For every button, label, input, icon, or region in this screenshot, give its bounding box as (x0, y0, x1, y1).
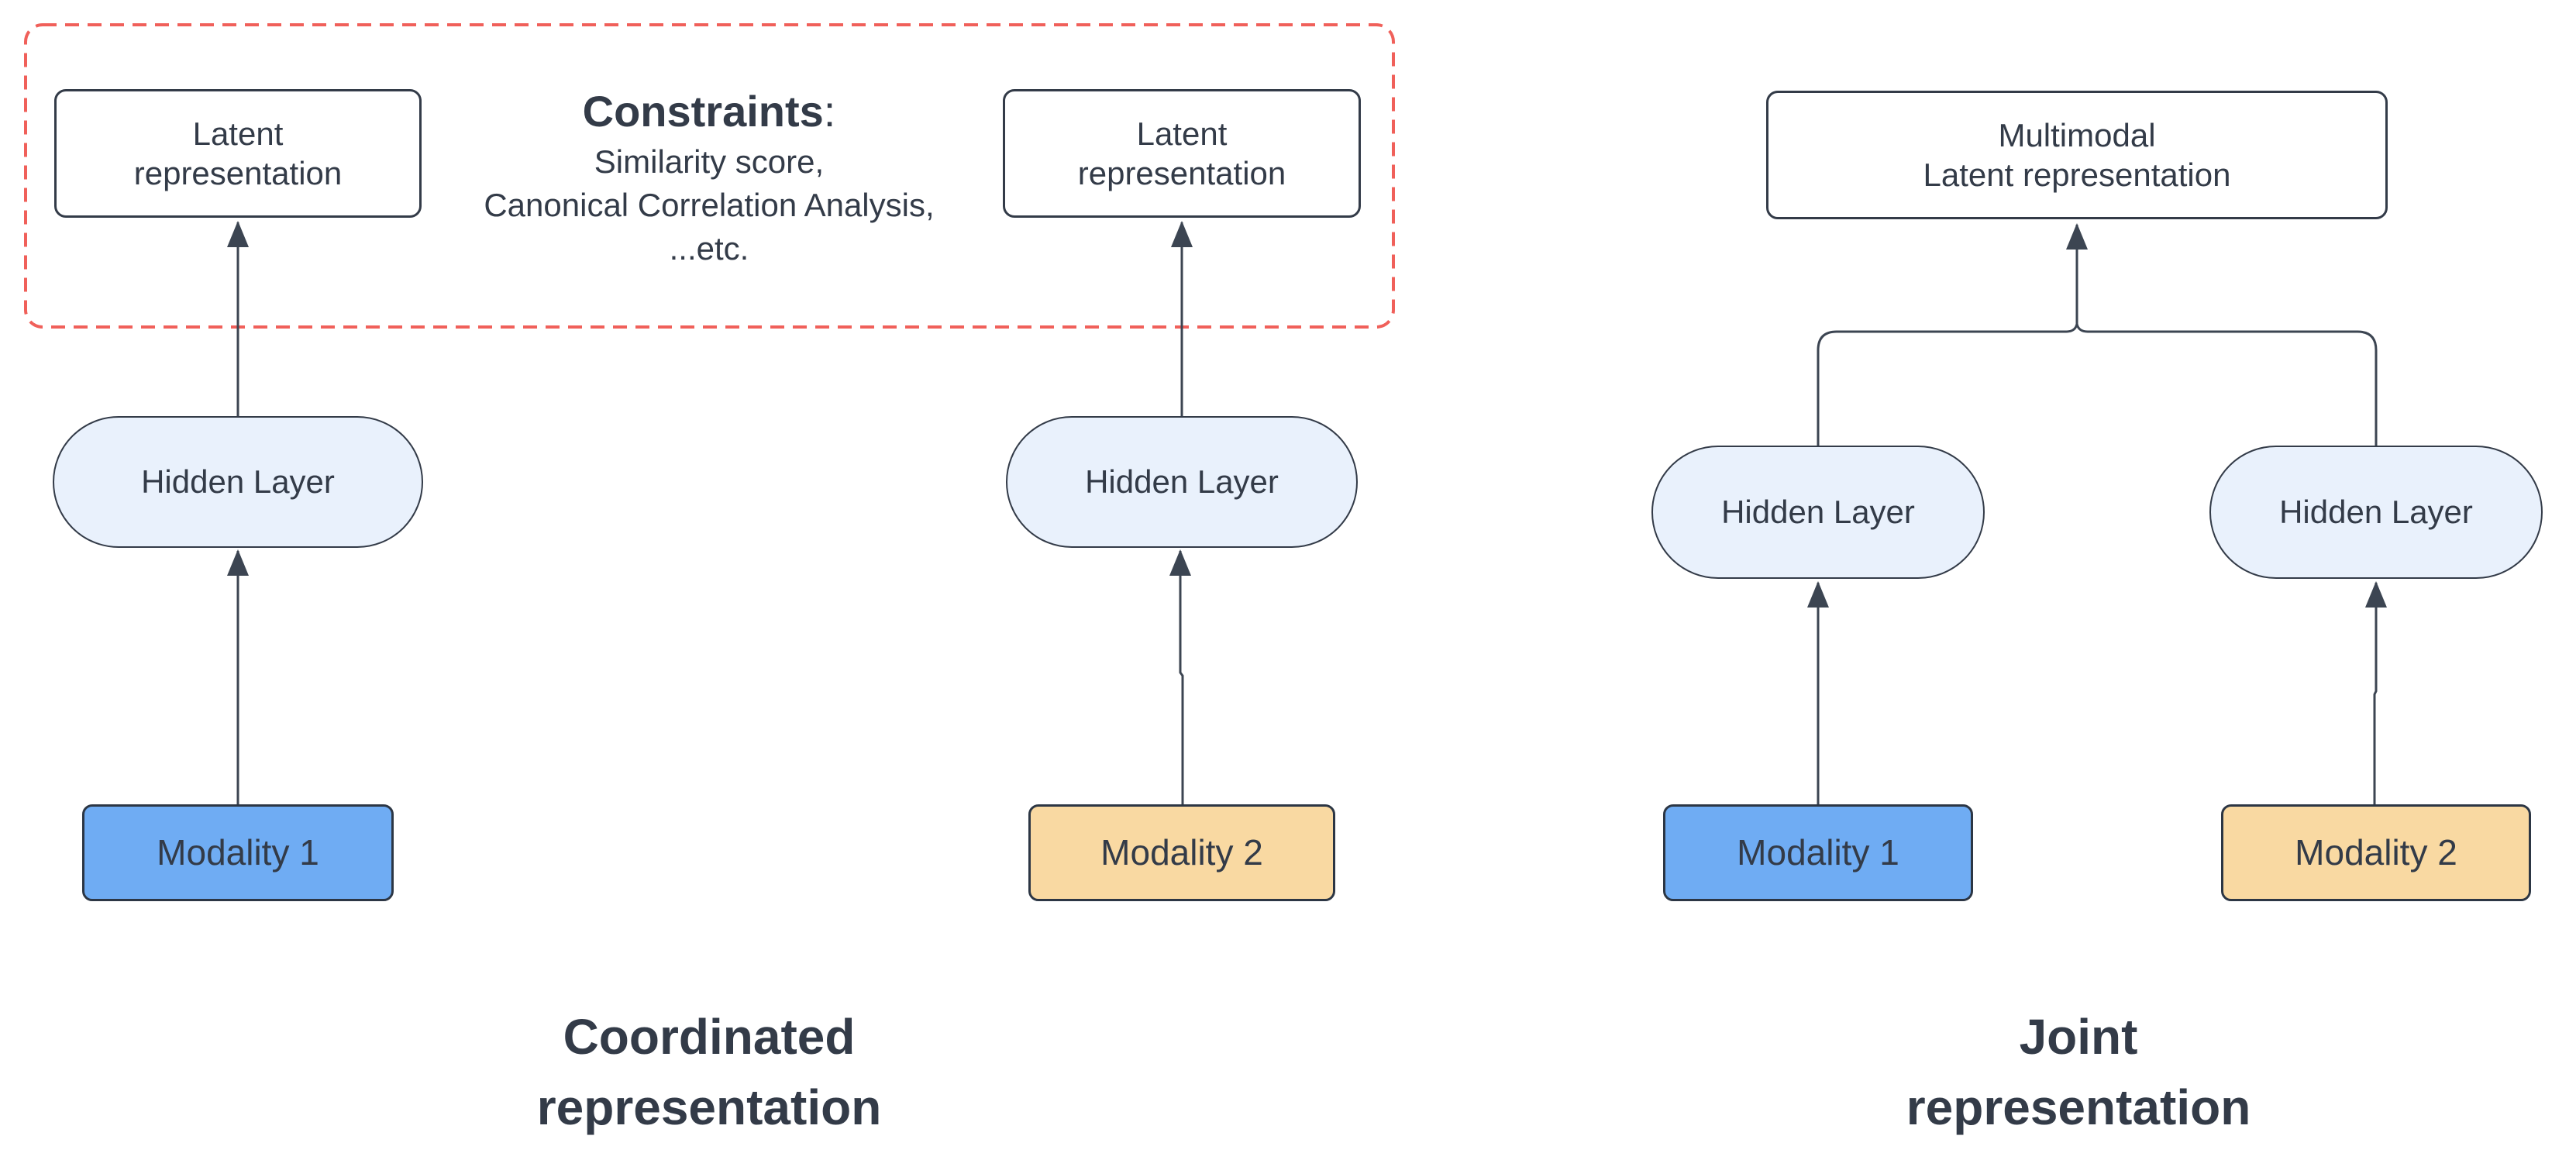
hidden-layer-label: Hidden Layer (2279, 494, 2473, 531)
modality-2-label: Modality 2 (1100, 832, 1263, 873)
constraints-text-block: Constraints: Similarity score, Canonical… (434, 84, 984, 271)
constraints-dashed-frame (24, 23, 1395, 329)
latent-left-line1: Latent (192, 115, 284, 152)
hidden-layer-pill-coordinated-left: Hidden Layer (53, 416, 423, 548)
modality-1-label: Modality 1 (1737, 832, 1899, 873)
hidden-layer-label: Hidden Layer (1721, 494, 1915, 531)
arrow-modality2-to-hidden-right (1169, 549, 1191, 804)
latent-representation-box-right: Latent representation (1003, 89, 1361, 218)
hidden-layer-pill-coordinated-right: Hidden Layer (1006, 416, 1358, 548)
modality-1-box-coordinated: Modality 1 (82, 804, 394, 901)
modality-2-box-joint: Modality 2 (2221, 804, 2531, 901)
multimodal-line2: Latent representation (1923, 157, 2231, 193)
hidden-layer-label: Hidden Layer (1085, 463, 1279, 501)
constraints-item: Canonical Correlation Analysis, (484, 187, 935, 224)
latent-representation-box-left: Latent representation (54, 89, 422, 218)
hidden-layer-pill-joint-right: Hidden Layer (2209, 446, 2543, 579)
modality-2-label: Modality 2 (2295, 832, 2457, 873)
modality-1-label: Modality 1 (157, 832, 319, 873)
constraints-colon: : (823, 87, 836, 136)
multimodal-line1: Multimodal (1998, 116, 2156, 153)
hidden-layer-label: Hidden Layer (141, 463, 335, 501)
constraints-item: Similarity score, (594, 143, 825, 180)
multimodal-latent-representation-box: Multimodal Latent representation (1766, 91, 2388, 219)
constraints-heading: Constraints: (582, 87, 836, 136)
hidden-layer-pill-joint-left: Hidden Layer (1651, 446, 1985, 579)
latent-right-line2: representation (1077, 155, 1286, 191)
constraints-item: ...etc. (669, 230, 749, 267)
latent-right-line1: Latent (1136, 115, 1228, 152)
modality-1-box-joint: Modality 1 (1663, 804, 1973, 901)
arrow-modality2-to-hidden-joint-right (2365, 581, 2387, 804)
modality-2-box-coordinated: Modality 2 (1028, 804, 1335, 901)
joint-merge-connector (1817, 322, 2378, 446)
joint-representation-title: Joint representation (1906, 1009, 2251, 1135)
coordinated-representation-title: Coordinated representation (536, 1009, 882, 1135)
latent-left-line2: representation (133, 155, 343, 191)
